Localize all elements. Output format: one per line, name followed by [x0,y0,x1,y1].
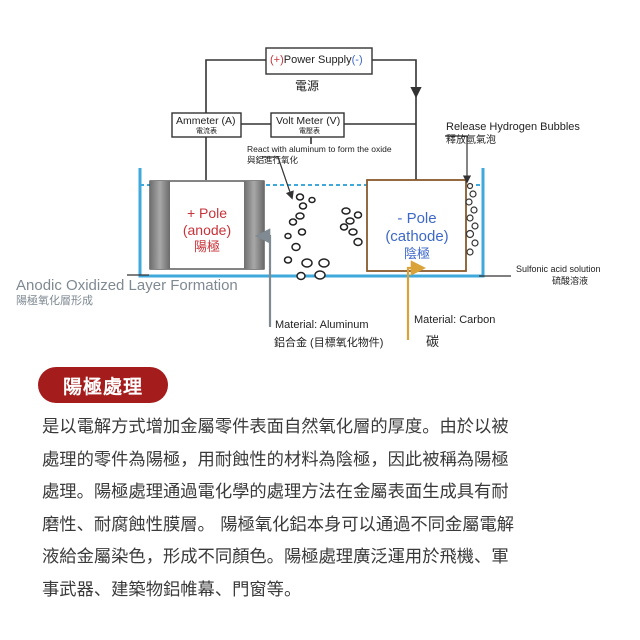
material-carbon-zh: 碳 [426,334,440,349]
section-title-badge: 陽極處理 [38,367,168,403]
body-line: 液給金屬染色，形成不同顏色。陽極處理廣泛運用於飛機、軍 [42,547,509,567]
callout-lines [127,135,511,340]
material-aluminum-label: Material: Aluminum [275,319,369,331]
circuit-wires [205,59,422,180]
cathode-label: - Pole (cathode) 陰極 [374,211,460,260]
body-line: 處理。陽極處理通過電化學的處理方法在金屬表面生成具有耐 [42,482,509,502]
voltmeter-label: Volt Meter (V) [276,115,341,127]
body-line: 是以電解方式增加金屬零件表面自然氧化層的厚度。由於以被 [42,417,509,437]
material-aluminum-zh: 鋁合金 (目標氧化物件) [274,337,384,349]
ammeter-box [171,112,242,138]
section-body-text: 是以電解方式增加金屬零件表面自然氧化層的厚度。由於以被 處理的零件為陽極，用耐蝕… [42,411,598,606]
sulfonic-label-en: Sulfonic acid solution [516,264,601,274]
anode-pole: + Pole [186,205,228,221]
ammeter-label: Ammeter (A) [176,115,236,127]
oxide-layer-label-zh: 陽極氧化層形成 [16,295,93,307]
oxide-layer-label-en: Anodic Oxidized Layer Formation [16,277,238,294]
ammeter-zh: 電流表 [196,128,217,135]
anode-zh: 陽極 [193,239,220,254]
body-line: 事武器、建築物鋁帷幕、門窗等。 [42,579,302,600]
oxygen-bubbles [283,193,363,281]
hydrogen-label-zh: 釋放氫氣泡 [446,135,496,146]
body-line: 處理的零件為陽極，用耐蝕性的材料為陰極，因此被稱為陽極 [42,449,509,470]
anode-electrode [149,180,265,270]
cathode-name: (cathode) [385,228,449,245]
anode-label: + Pole (anode) 陽極 [172,206,242,253]
power-supply-zh: 電源 [295,79,320,93]
power-plus-sign: (+) [270,54,284,66]
cathode-pole: - Pole [397,210,437,227]
hydrogen-label-en: Release Hydrogen Bubbles [446,121,580,133]
power-supply-label: (+)Power Supply(-) [270,55,363,66]
material-carbon-label: Material: Carbon [414,314,496,326]
power-supply-text: Power Supply [283,54,352,66]
hydrogen-bubbles [465,182,479,256]
anodizing-diagram [127,47,511,340]
react-note-zh: 與鋁進行氧化 [247,155,299,165]
sulfonic-label-zh: 硫酸溶液 [552,276,589,286]
cathode-zh: 陰極 [403,246,430,261]
voltmeter-zh: 電壓表 [299,128,320,135]
anode-name: (anode) [182,222,232,238]
power-minus-sign: (-) [351,54,363,66]
power-supply-box [265,47,373,75]
react-note-en: React with aluminum to form the oxide [247,144,392,154]
voltmeter-box [270,112,345,138]
body-line: 磨性、耐腐蝕性膜層。 陽極氧化鋁本身可以通過不同金屬電解 [42,514,515,535]
